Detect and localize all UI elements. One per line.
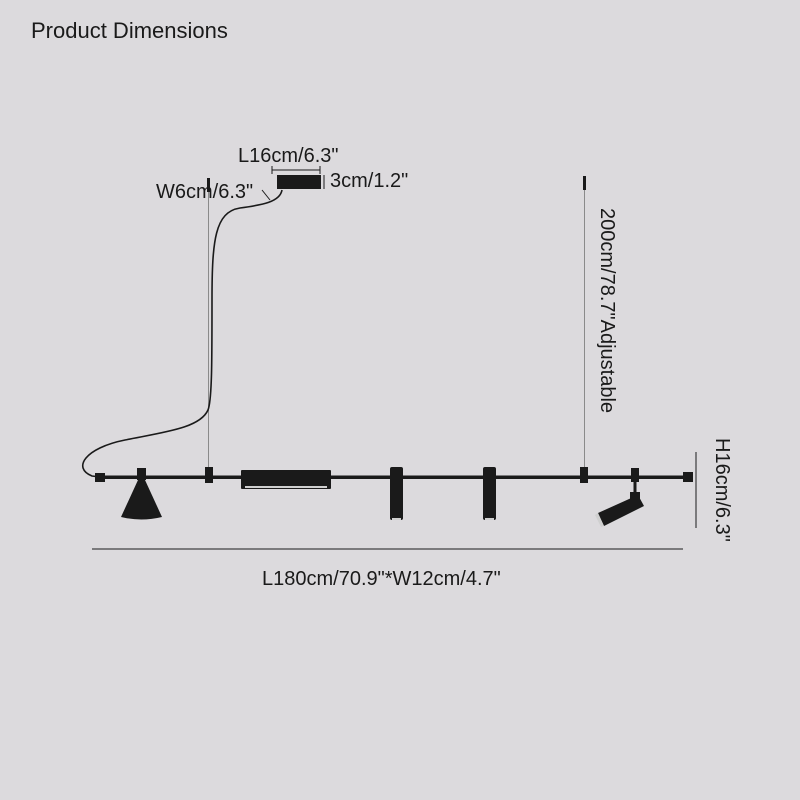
overall-size-label: L180cm/70.9"*W12cm/4.7" (262, 568, 501, 590)
linear-light (241, 470, 331, 489)
angled-spot (595, 468, 644, 527)
canopy-height-label: 3cm/1.2" (330, 170, 409, 192)
dimension-lines (92, 452, 697, 550)
power-cord (81, 189, 283, 478)
cylinder-spot-2 (483, 467, 496, 520)
canopy-width-label: W6cm/6.3" (156, 181, 254, 203)
cone-lamp (121, 468, 162, 520)
canopy-length-label: L16cm/6.3" (238, 145, 339, 167)
canopy (261, 166, 325, 201)
suspension-wires (207, 176, 586, 470)
cylinder-spot-1 (390, 467, 403, 520)
page-title: Product Dimensions (31, 18, 228, 43)
fixture-height-label: H16cm/6.3" (711, 438, 733, 542)
cable-length-label: 200cm/78.7"Adjustable (596, 208, 618, 414)
